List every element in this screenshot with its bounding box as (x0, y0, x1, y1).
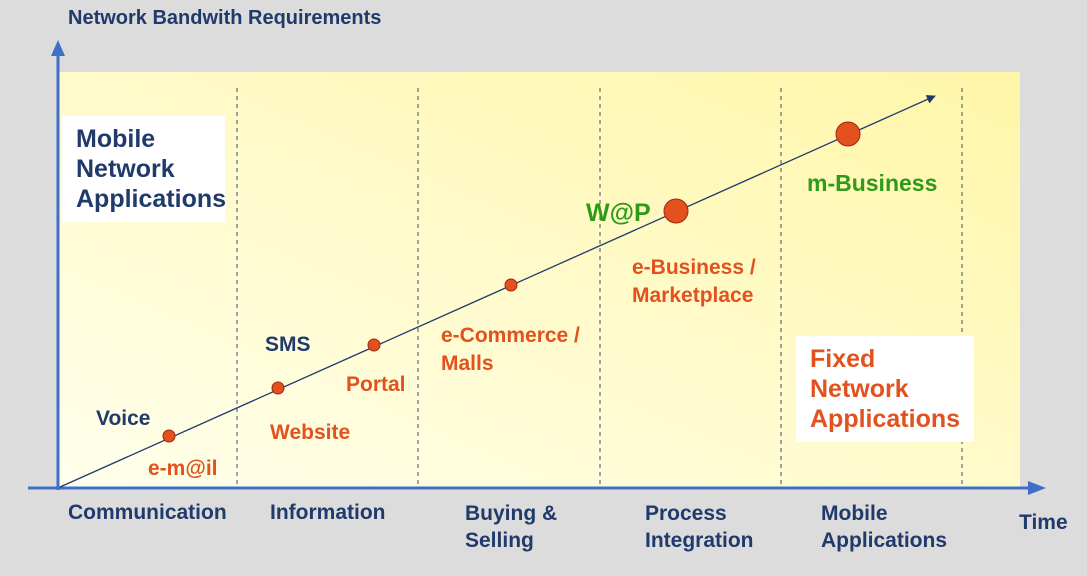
label-mbusiness: m-Business (807, 170, 938, 196)
fixed-box-line-3: Applications (810, 405, 961, 433)
phase-label-buying-selling: Buying & Selling (465, 502, 558, 552)
phase-label-process-integration: Process Integration (645, 502, 754, 552)
label-portal: Portal (346, 373, 406, 396)
fixed-box-line-2: Network (810, 375, 909, 403)
label-wap: W@P (586, 199, 651, 227)
milestone-dot-ebusiness (663, 198, 689, 224)
label-email: e-m@il (148, 457, 218, 480)
label-ebusiness: e-Business / Marketplace (632, 256, 756, 307)
milestone-dots (162, 121, 861, 443)
label-sms: SMS (265, 333, 311, 356)
fixed-network-applications-box: Fixed Network Applications (796, 336, 974, 442)
phase-label-mobile-applications: Mobile Applications (821, 502, 948, 552)
label-ecommerce: e-Commerce / Malls (441, 324, 580, 375)
x-axis-arrowhead (1028, 481, 1046, 495)
label-website: Website (270, 421, 351, 444)
growth-trend-arrow (59, 95, 936, 488)
phase-label-communication: Communication (68, 501, 227, 524)
milestone-dot-email (162, 429, 176, 443)
milestone-dot-portal (367, 338, 381, 352)
milestone-dot-website (271, 381, 285, 395)
label-voice: Voice (96, 407, 151, 430)
milestone-dot-ecommerce (504, 278, 518, 292)
phase-label-information: Information (270, 501, 386, 524)
mobile-box-line-1: Mobile (76, 125, 156, 153)
fixed-box-line-1: Fixed (810, 345, 876, 373)
x-axis-title: Time (1019, 511, 1068, 534)
y-axis-arrowhead (51, 40, 65, 56)
phase-dividers (236, 88, 963, 488)
milestone-dot-mbusiness (835, 121, 861, 147)
mobile-box-line-2: Network (76, 155, 175, 183)
mobile-box-line-3: Applications (76, 185, 227, 213)
mobile-network-applications-box: Mobile Network Applications (62, 116, 227, 222)
y-axis-title: Network Bandwith Requirements (68, 7, 382, 29)
